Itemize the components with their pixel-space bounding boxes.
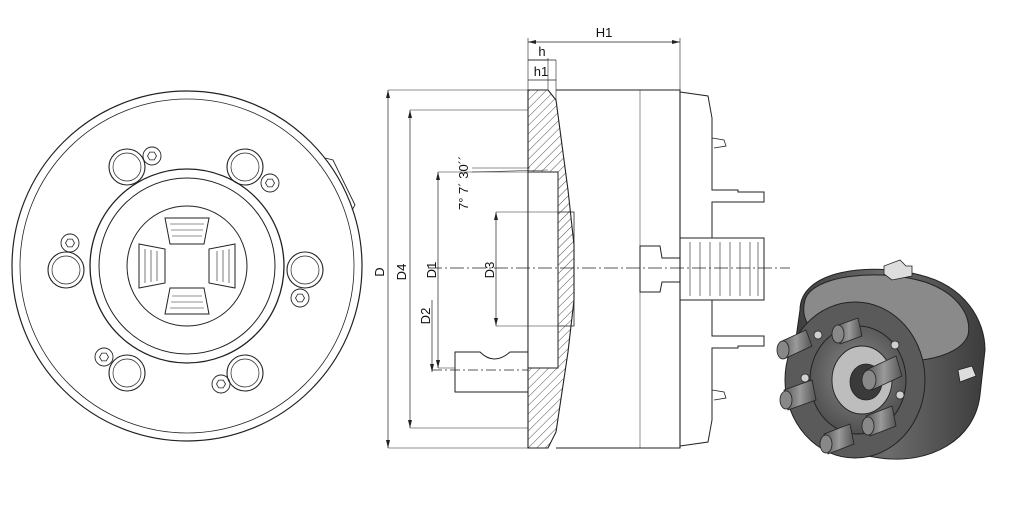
iso-pin-3 <box>861 355 903 391</box>
iso-pin-4 <box>779 379 817 411</box>
pin-right <box>286 251 324 289</box>
bolt-shank <box>679 237 765 301</box>
iso-key-top <box>883 259 913 281</box>
label-h1: h1 <box>534 64 548 79</box>
d3-recess <box>557 211 575 327</box>
body-outline <box>556 89 681 449</box>
jaw-top <box>164 217 210 245</box>
body-ring-inner <box>98 177 276 355</box>
iso-pin-2 <box>831 317 863 345</box>
screw-2 <box>260 173 280 193</box>
pin-top-right <box>226 148 264 186</box>
jaw-left <box>138 243 166 289</box>
iso-screw-1 <box>813 330 823 340</box>
pin-bottom-right <box>226 354 264 392</box>
iso-pin-6 <box>819 423 855 455</box>
iso-pin-5 <box>861 405 897 437</box>
screw-3 <box>60 233 80 253</box>
label-D1: D1 <box>424 262 439 279</box>
iso-screw-2 <box>800 373 810 383</box>
screw-5 <box>94 347 114 367</box>
dimensions: H1 h h1 D D4 D1 D2 <box>372 25 681 449</box>
label-H1: H1 <box>596 25 613 40</box>
section-view <box>428 89 790 449</box>
iso-pin-1 <box>776 329 813 360</box>
center-bore <box>126 205 248 327</box>
pin-left <box>47 251 85 289</box>
iso-screw-3 <box>895 390 905 400</box>
pin-top-left <box>108 148 146 186</box>
flange-bore <box>527 171 559 369</box>
rear-step-bottom <box>679 299 765 447</box>
label-D2: D2 <box>418 308 433 325</box>
pin-section <box>454 351 529 393</box>
screw-1 <box>142 146 162 166</box>
body-ring-outer <box>89 168 285 364</box>
pin-bottom-left <box>108 354 146 392</box>
bolt-thread <box>689 242 759 296</box>
label-D: D <box>372 267 387 276</box>
screw-6 <box>211 374 231 394</box>
isometric-view <box>776 259 986 460</box>
bolt-head <box>639 245 681 293</box>
jaw-right <box>208 243 236 289</box>
jaw-bottom <box>164 287 210 315</box>
screw-4 <box>290 288 310 308</box>
label-taper-angle: 7° 7´ 30´´ <box>456 156 471 210</box>
iso-key-side <box>957 365 977 383</box>
front-view <box>11 90 363 442</box>
key-slot <box>324 157 356 211</box>
label-D4: D4 <box>394 264 409 281</box>
rim-inner-edge <box>19 98 355 434</box>
label-D3: D3 <box>482 262 497 279</box>
rear-step-top <box>679 91 765 239</box>
iso-screw-4 <box>890 340 900 350</box>
outer-rim <box>11 90 363 442</box>
label-h: h <box>538 44 545 59</box>
